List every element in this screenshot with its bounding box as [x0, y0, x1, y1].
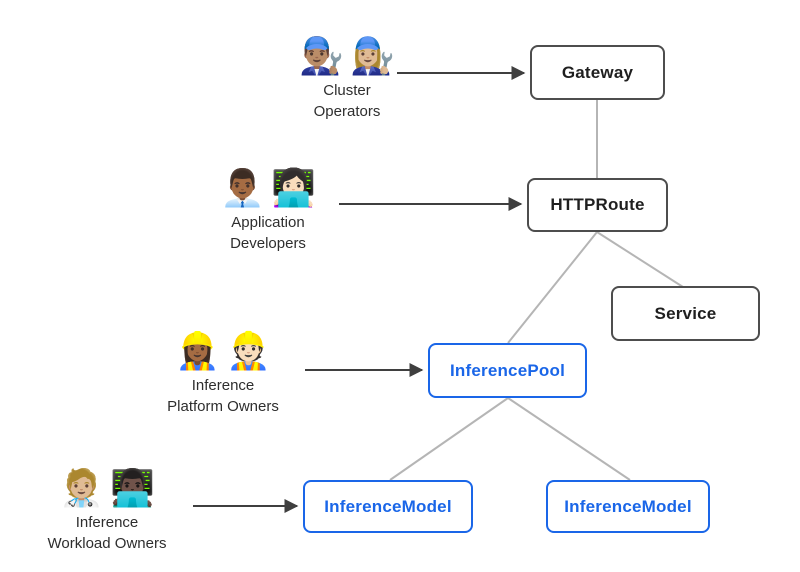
actor-label-application-developers: Application Developers — [168, 212, 368, 254]
construction-workers-icon: 👷🏾‍♀️👷🏻 — [123, 329, 323, 373]
edge-inferencepool-inferencemodel-left — [389, 397, 509, 481]
health-worker-icon: 🧑🏼‍⚕️ — [59, 467, 104, 508]
edge-httproute-inferencepool — [507, 231, 598, 344]
man-construction-worker-icon: 👷🏻 — [226, 330, 271, 371]
actor-label-cluster-operators: Cluster Operators — [247, 80, 447, 122]
woman-mechanic-icon: 👩🏼‍🔧 — [350, 35, 395, 76]
actor-label-inference-platform-owners: Inference Platform Owners — [123, 375, 323, 417]
man-mechanic-icon: 👨🏽‍🔧 — [299, 35, 344, 76]
developers-people-icon: 👨🏾‍💼👩🏻‍💻 — [168, 166, 368, 210]
man-technologist-icon: 👨🏿‍💻 — [110, 467, 155, 508]
node-httproute-label: HTTPRoute — [550, 195, 645, 214]
actor-label-line: Platform Owners — [167, 398, 279, 415]
workload-owners-people-icon: 🧑🏼‍⚕️👨🏿‍💻 — [7, 466, 207, 510]
actor-label-inference-workload-owners: Inference Workload Owners — [7, 512, 207, 554]
woman-technologist-icon: 👩🏻‍💻 — [271, 167, 316, 208]
actor-label-line: Inference — [191, 377, 255, 394]
mechanics-people-icon: 👨🏽‍🔧👩🏼‍🔧 — [247, 34, 447, 78]
actor-application-developers: 👨🏾‍💼👩🏻‍💻 Application Developers — [168, 166, 368, 254]
node-gateway-label: Gateway — [561, 62, 634, 82]
node-inferencemodel-left: InferenceModel — [303, 480, 473, 533]
actor-label-line: Workload Owners — [47, 535, 167, 552]
edge-inferencepool-inferencemodel-right — [507, 397, 631, 481]
actor-inference-platform-owners: 👷🏾‍♀️👷🏻 Inference Platform Owners — [123, 329, 323, 417]
actor-label-line: Inference — [75, 514, 139, 531]
node-inferencemodel-right: InferenceModel — [546, 480, 710, 533]
edge-httproute-service — [596, 231, 684, 288]
man-office-worker-icon: 👨🏾‍💼 — [220, 167, 265, 208]
node-httproute: HTTPRoute — [527, 178, 668, 232]
node-inferencepool: InferencePool — [428, 343, 587, 398]
actor-inference-workload-owners: 🧑🏼‍⚕️👨🏿‍💻 Inference Workload Owners — [7, 466, 207, 554]
node-inferencemodel-right-label: InferenceModel — [564, 496, 692, 516]
node-inferencepool-label: InferencePool — [449, 360, 566, 380]
node-service: Service — [611, 286, 760, 341]
actor-label-line: Cluster — [323, 82, 371, 99]
actor-label-line: Developers — [230, 235, 306, 252]
actor-label-line: Operators — [313, 103, 381, 120]
node-inferencemodel-left-label: InferenceModel — [324, 496, 452, 516]
node-gateway: Gateway — [530, 45, 665, 100]
node-service-label: Service — [654, 303, 717, 323]
woman-construction-worker-icon: 👷🏾‍♀️ — [175, 330, 220, 371]
actor-cluster-operators: 👨🏽‍🔧👩🏼‍🔧 Cluster Operators — [247, 34, 447, 122]
actor-label-line: Application — [231, 214, 305, 231]
